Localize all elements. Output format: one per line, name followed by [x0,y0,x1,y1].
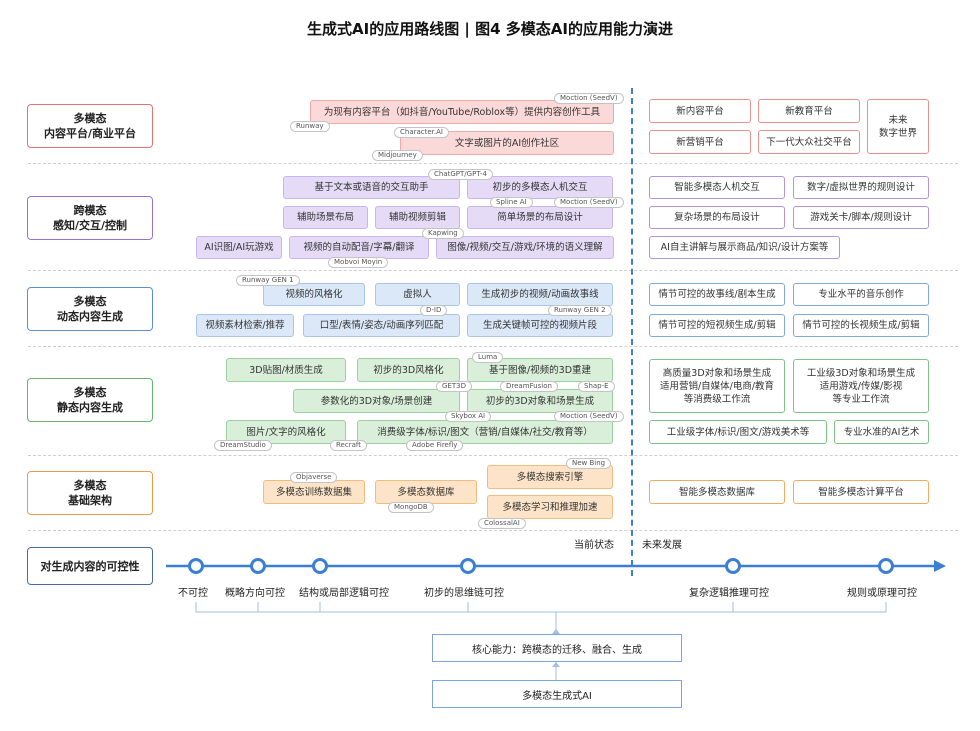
future-complex-layout: 复杂场景的布局设计 [649,206,785,229]
3d-stylization-box: 初步的3D风格化 [357,358,460,382]
ai-vision-gaming-box: AI识图/AI玩游戏 [196,236,282,259]
tag-recraft: Recraft [330,440,367,451]
tag-get3d: GET3D [436,381,472,392]
timeline-node [250,558,266,574]
timeline-arrowhead [934,560,946,572]
interaction-assistant-box: 基于文本或语音的交互助手 [283,176,460,199]
tag-colossalai: ColossalAI [478,518,526,529]
tag-skybox-ai: Skybox AI [445,411,492,422]
level-complex-reasoning: 复杂逻辑推理可控 [689,588,769,599]
tag-moction: Moction (SeedV) [554,197,624,208]
future-game-design: 游戏关卡/脚本/规则设计 [793,206,929,229]
future-industrial-typography: 工业级字体/标识/图文/游戏美术等 [649,420,827,444]
timeline-node [725,558,741,574]
category-infrastructure: 多模态 基础架构 [27,471,153,515]
search-engine-box: 多模态搜索引擎 [487,465,613,489]
tag-objaverse: Objaverse [290,472,338,483]
multimodal-genai-box: 多模态生成式AI [432,680,682,708]
present-future-divider [631,88,633,576]
keyframe-video-box: 生成关键帧可控的视频片段 [467,314,613,337]
future-compute-platform: 智能多模态计算平台 [793,480,929,504]
level-rough-direction: 概略方向可控 [225,588,285,599]
learning-acceleration-box: 多模态学习和推理加速 [487,495,613,519]
timeline-node [878,558,894,574]
tag-midjourney: Midjourney [372,150,423,161]
tag-dreamfusion: DreamFusion [500,381,558,392]
row-separator [28,455,958,456]
future-social-platform: 下一代大众社交平台 [758,130,860,154]
tag-mobvoi: Mobvoi Moyin [328,257,389,268]
basic-hci-box: 初步的多模态人机交互 [467,176,613,199]
page-title: 生成式AI的应用路线图 | 图4 多模态AI的应用能力演进 [307,20,673,38]
video-edit-assist-box: 辅助视频剪辑 [375,206,460,229]
content-tools-box: 为现有内容平台（如抖音/YouTube/Roblox等）提供内容创作工具 [310,100,614,124]
tag-luma: Luma [472,352,504,363]
video-stylization-box: 视频的风格化 [263,283,365,306]
future-new-education-platform: 新教育平台 [758,99,860,123]
future-development-label: 未来发展 [642,540,682,551]
future-new-content-platform: 新内容平台 [649,99,751,123]
scene-layout-assist-box: 辅助场景布局 [283,206,368,229]
material-search-box: 视频素材检索/推荐 [196,314,294,337]
timeline-node [460,558,476,574]
tag-shap-e: Shap-E [578,381,615,392]
future-new-marketing-platform: 新营销平台 [649,130,751,154]
future-world-rules: 数字/虚拟世界的规则设计 [793,176,929,199]
tag-moction: Moction (SeedV) [554,411,624,422]
future-music: 专业水平的音乐创作 [793,283,929,306]
future-ai-presentation: AI自主讲解与展示商品/知识/设计方案等 [649,236,840,259]
current-state-label: 当前状态 [574,540,614,551]
tag-d-id: D-ID [420,305,448,316]
tag-new-bing: New Bing [566,458,612,469]
category-static-content: 多模态 静态内容生成 [27,378,153,422]
tag-spline-ai: Spline AI [490,197,533,208]
level-uncontrollable: 不可控 [178,588,208,599]
category-cross-modal: 跨模态 感知/交互/控制 [27,196,153,240]
level-rules-principles: 规则或原理可控 [847,588,917,599]
tag-runway-gen2: Runway GEN 2 [548,305,612,316]
tag-moction: Moction (SeedV) [554,93,624,104]
consumer-typography-box: 消费级字体/标识/图文（营销/自媒体/社交/教育等） [357,420,613,444]
future-story-script: 情节可控的故事线/剧本生成 [649,283,785,306]
tag-runway: Runway [290,121,330,132]
category-controllability: 对生成内容的可控性 [27,547,153,585]
category-dynamic-content: 多模态 动态内容生成 [27,287,153,331]
future-ai-art: 专业水准的AI艺术 [834,420,929,444]
future-smart-database: 智能多模态数据库 [649,480,785,504]
category-content-platform: 多模态 内容平台/商业平台 [27,104,153,148]
tag-character-ai: Character.AI [394,127,449,138]
row-separator [28,270,958,271]
future-short-video: 情节可控的短视频生成/剪辑 [649,314,785,337]
semantic-understanding-box: 图像/视频/交互/游戏/环境的语义理解 [436,236,614,259]
parametric-3d-box: 参数化的3D对象/场景创建 [293,389,460,413]
tag-adobe-firefly: Adobe Firefly [406,440,464,451]
texture-gen-box: 3D贴图/材质生成 [226,358,346,382]
training-dataset-box: 多模态训练数据集 [263,480,365,504]
future-digital-world: 未来 数字世界 [867,99,929,154]
level-structure-logic: 结构或局部逻辑可控 [299,588,389,599]
future-consumer-3d: 高质量3D对象和场景生成 适用营销/自媒体/电商/教育 等消费级工作流 [649,359,785,413]
level-chain-of-thought: 初步的思维链可控 [424,588,504,599]
bracket-arrow [552,662,560,667]
timeline-node [312,558,328,574]
tag-chatgpt: ChatGPT/GPT-4 [428,169,493,180]
tag-dreamstudio: DreamStudio [214,440,272,451]
tag-kapwing: Kapwing [422,228,464,239]
future-long-video: 情节可控的长视频生成/剪辑 [793,314,929,337]
core-capability-box: 核心能力：跨模态的迁移、融合、生成 [432,634,682,662]
row-separator [28,163,958,164]
row-separator [28,530,958,531]
timeline-node [188,558,204,574]
virtual-human-box: 虚拟人 [375,283,460,306]
simple-layout-design-box: 简单场景的布局设计 [467,206,613,229]
future-smart-hci: 智能多模态人机交互 [649,176,785,199]
bracket-arrow [552,629,560,634]
lipsync-match-box: 口型/表情/姿态/动画序列匹配 [303,314,460,337]
future-industrial-3d: 工业级3D对象和场景生成 适用游戏/传媒/影视 等专业工作流 [793,359,929,413]
tag-runway-gen1: Runway GEN 1 [236,275,300,286]
row-separator [28,346,958,347]
tag-mongodb: MongoDB [388,502,434,513]
storyline-gen-box: 生成初步的视频/动画故事线 [467,283,613,306]
